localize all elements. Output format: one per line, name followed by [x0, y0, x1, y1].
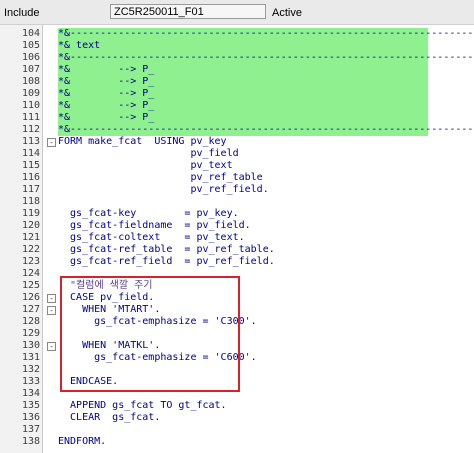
include-label: Include — [4, 7, 40, 19]
code-line[interactable]: *&--------------------------------------… — [58, 124, 474, 136]
code-line[interactable]: *& --> P_ — [58, 112, 428, 124]
line-number: 104 — [21, 28, 40, 39]
line-number: 130 — [21, 340, 40, 351]
line-number: 131 — [21, 352, 40, 363]
line-number: 124 — [21, 268, 40, 279]
line-number: 118 — [21, 196, 40, 207]
line-number: 134 — [21, 388, 40, 399]
code-line[interactable]: gs_fcat-key = pv_key. — [58, 208, 239, 219]
line-number: 111 — [21, 112, 40, 123]
line-number: 112 — [21, 124, 40, 135]
line-number: 117 — [21, 184, 40, 195]
code-line[interactable]: *& --> P_ — [58, 76, 428, 88]
code-comment-line[interactable]: "컬럼에 색깔 주기 — [58, 280, 153, 291]
line-number: 110 — [21, 100, 40, 111]
code-line[interactable]: *&--------------------------------------… — [58, 52, 474, 64]
line-number: 108 — [21, 76, 40, 87]
fold-toggle-icon[interactable]: - — [47, 306, 56, 315]
code-line[interactable]: *& --> P_ — [58, 88, 428, 100]
code-line[interactable]: pv_text — [58, 160, 233, 171]
include-field[interactable]: ZC5R250011_F01 — [110, 4, 266, 19]
line-number: 107 — [21, 64, 40, 75]
include-toolbar: Include ZC5R250011_F01 Active — [0, 0, 474, 25]
line-number: 113 — [21, 136, 40, 147]
code-line[interactable]: gs_fcat-ref_field = pv_ref_field. — [58, 256, 275, 267]
line-number: 125 — [21, 280, 40, 291]
fold-toggle-icon[interactable]: - — [47, 342, 56, 351]
code-line[interactable]: *& text — [58, 40, 428, 52]
code-line[interactable]: gs_fcat-emphasize = 'C300'. — [58, 316, 257, 327]
code-line[interactable]: gs_fcat-coltext = pv_text. — [58, 232, 245, 243]
line-number: 122 — [21, 244, 40, 255]
line-number: 129 — [21, 328, 40, 339]
fold-toggle-icon[interactable]: - — [47, 294, 56, 303]
code-line[interactable]: WHEN 'MTART'. — [58, 304, 161, 315]
code-line[interactable]: *& --> P_ — [58, 64, 428, 76]
line-number: 135 — [21, 400, 40, 411]
status-text: Active — [272, 7, 302, 19]
line-number: 126 — [21, 292, 40, 303]
code-line[interactable]: *& --> P_ — [58, 100, 428, 112]
line-number: 133 — [21, 376, 40, 387]
line-number: 137 — [21, 424, 40, 435]
code-line[interactable]: WHEN 'MATKL'. — [58, 340, 161, 351]
fold-toggle-icon[interactable]: - — [47, 138, 56, 147]
line-number: 138 — [21, 436, 40, 447]
code-line[interactable]: ENDFORM. — [58, 436, 107, 447]
line-number: 105 — [21, 40, 40, 51]
code-line[interactable]: APPEND gs_fcat TO gt_fcat. — [58, 400, 227, 411]
line-number: 132 — [21, 364, 40, 375]
code-line[interactable]: ENDCASE. — [58, 376, 119, 387]
line-number: 106 — [21, 52, 40, 63]
code-line[interactable]: gs_fcat-fieldname = pv_field. — [58, 220, 251, 231]
line-number: 121 — [21, 232, 40, 243]
code-line[interactable]: pv_ref_table — [58, 172, 263, 183]
code-line[interactable]: FORM make_fcat USING pv_key — [58, 136, 227, 147]
line-number: 115 — [21, 160, 40, 171]
code-line[interactable]: gs_fcat-emphasize = 'C600'. — [58, 352, 257, 363]
code-line[interactable]: gs_fcat-ref_table = pv_ref_table. — [58, 244, 275, 255]
code-line[interactable]: CASE pv_field. — [58, 292, 155, 303]
line-number: 128 — [21, 316, 40, 327]
line-number: 116 — [21, 172, 40, 183]
line-number: 119 — [21, 208, 40, 219]
line-number: 127 — [21, 304, 40, 315]
code-line[interactable]: CLEAR gs_fcat. — [58, 412, 161, 423]
line-number: 120 — [21, 220, 40, 231]
annotation-box — [60, 276, 240, 392]
line-number: 123 — [21, 256, 40, 267]
code-line[interactable]: pv_ref_field. — [58, 184, 269, 195]
line-number: 136 — [21, 412, 40, 423]
line-number: 114 — [21, 148, 40, 159]
code-line[interactable]: pv_field — [58, 148, 239, 159]
code-line[interactable]: *&--------------------------------------… — [58, 28, 474, 40]
line-number: 109 — [21, 88, 40, 99]
